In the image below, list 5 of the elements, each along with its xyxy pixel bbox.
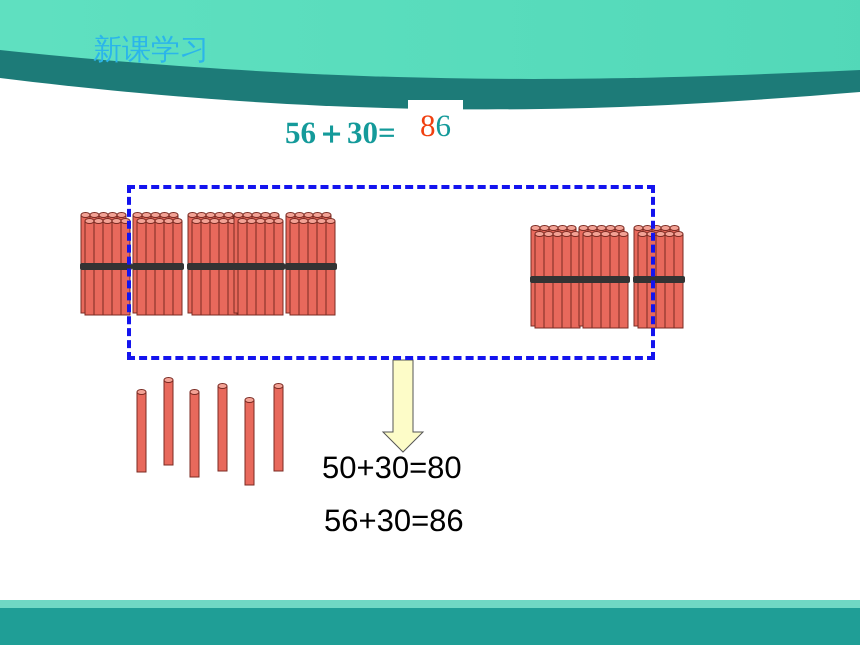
equation-text: 50+30=80 bbox=[322, 450, 472, 490]
block-arrow bbox=[382, 360, 424, 453]
dashed-frame bbox=[127, 185, 655, 360]
equation-text: 56+30=86 bbox=[324, 503, 464, 539]
equation-text: 56＋30= bbox=[285, 114, 396, 152]
